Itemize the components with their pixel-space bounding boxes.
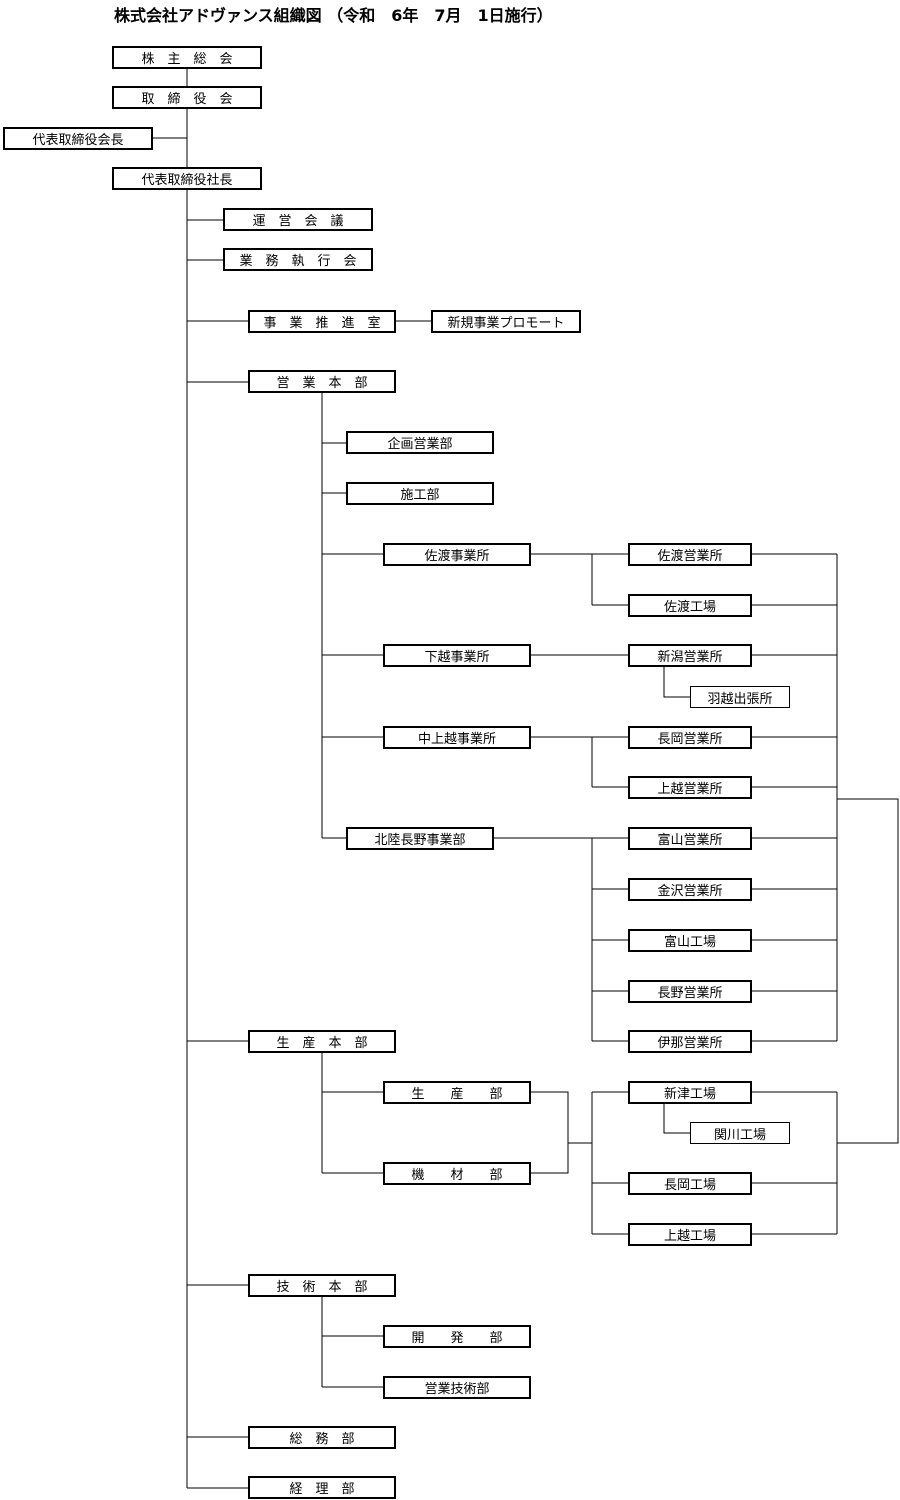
node-planning-sales-dept: 企画営業部 (346, 431, 494, 454)
node-new-business-promotion: 新規事業プロモート (431, 310, 581, 333)
node-construction-dept: 施工部 (346, 482, 494, 505)
node-chujoetsu-office: 中上越事業所 (383, 726, 531, 749)
node-chairman: 代表取締役会長 (3, 127, 153, 150)
node-production-hq: 生 産 本 部 (248, 1030, 396, 1053)
node-sales-tech-dept: 営業技術部 (383, 1376, 531, 1399)
node-sekikawa-factory: 関川工場 (690, 1122, 790, 1144)
node-equipment-dept: 機 材 部 (383, 1162, 531, 1185)
node-business-promotion-office: 事 業 推 進 室 (248, 310, 396, 333)
node-tech-hq: 技 術 本 部 (248, 1274, 396, 1297)
node-development-dept: 開 発 部 (383, 1325, 531, 1348)
node-shareholders-meeting: 株 主 総 会 (112, 46, 262, 69)
node-president: 代表取締役社長 (112, 167, 262, 190)
node-production-dept: 生 産 部 (383, 1081, 531, 1104)
node-sado-office: 佐渡事業所 (383, 543, 531, 566)
node-management-meeting: 運 営 会 議 (223, 208, 373, 231)
node-kanazawa-sales-office: 金沢営業所 (628, 878, 752, 901)
node-shimoetsu-office: 下越事業所 (383, 644, 531, 667)
node-toyama-sales-office: 富山営業所 (628, 827, 752, 850)
node-joetsu-sales-office: 上越営業所 (628, 776, 752, 799)
node-joetsu-factory: 上越工場 (628, 1223, 752, 1246)
node-niigata-sales-office: 新潟営業所 (628, 644, 752, 667)
node-sales-hq: 営 業 本 部 (248, 370, 396, 393)
node-ina-sales-office: 伊那営業所 (628, 1030, 752, 1053)
node-general-affairs-dept: 総 務 部 (248, 1426, 396, 1449)
node-nagaoka-factory: 長岡工場 (628, 1172, 752, 1195)
node-sado-sales-office: 佐渡営業所 (628, 543, 752, 566)
node-accounting-dept: 経 理 部 (248, 1476, 396, 1499)
node-toyama-factory: 富山工場 (628, 929, 752, 952)
node-sado-factory: 佐渡工場 (628, 594, 752, 617)
node-board-of-directors: 取 締 役 会 (112, 86, 262, 109)
chart-title: 株式会社アドヴァンス組織図 （令和 6年 7月 1日施行） (114, 6, 553, 25)
node-hokuriku-nagano-division: 北陸長野事業部 (346, 827, 494, 850)
node-niitsu-factory: 新津工場 (628, 1081, 752, 1104)
node-executive-committee: 業 務 執 行 会 (223, 248, 373, 271)
node-nagano-sales-office: 長野営業所 (628, 980, 752, 1003)
node-hanekoshi-branch: 羽越出張所 (690, 686, 790, 708)
node-nagaoka-sales-office: 長岡営業所 (628, 726, 752, 749)
